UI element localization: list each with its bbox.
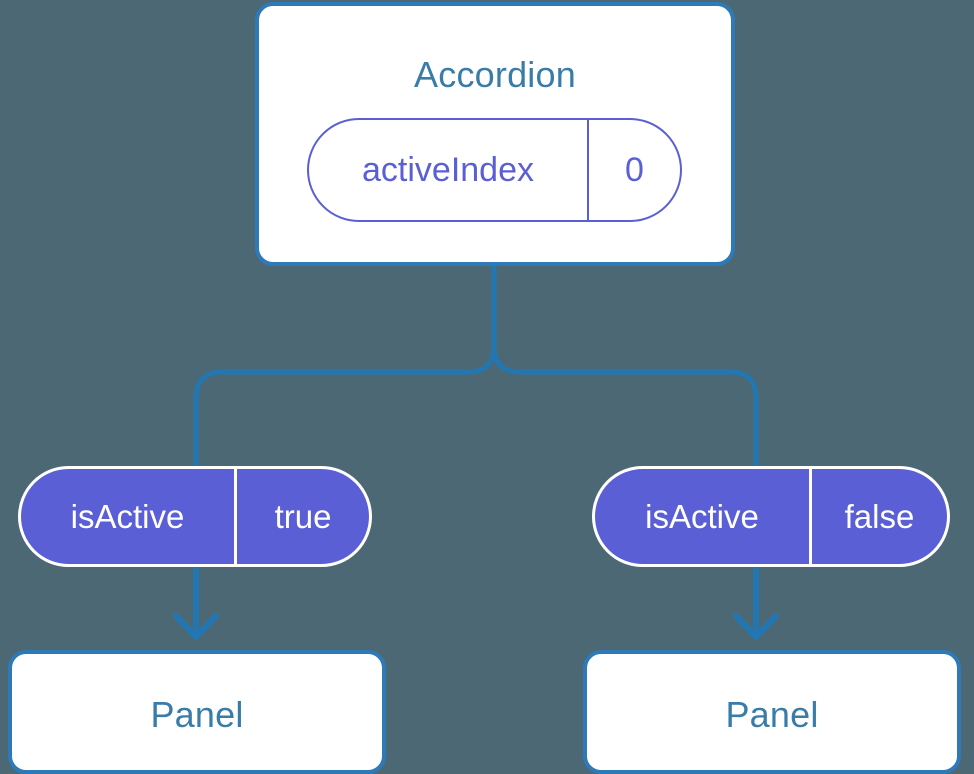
- state-pill-active-index-key: activeIndex: [362, 150, 534, 189]
- prop-pill-is-active-true-value: true: [234, 469, 369, 564]
- panel-card-title-left: Panel: [150, 694, 244, 735]
- panel-component-card-right[interactable]: Panel: [583, 650, 961, 774]
- prop-pill-is-active-false-value: false: [809, 469, 947, 564]
- prop-pill-is-active-true[interactable]: isActive true: [18, 466, 372, 567]
- arrow-to-left-panel: [173, 565, 219, 640]
- prop-pill-is-active-false-key: isActive: [645, 497, 759, 535]
- root-to-props-fork: [193, 263, 759, 469]
- prop-pill-is-active-true-key: isActive: [70, 497, 185, 535]
- accordion-card-title: Accordion: [414, 54, 576, 95]
- state-pill-active-index[interactable]: activeIndex 0: [307, 118, 682, 222]
- prop-pill-is-active-false[interactable]: isActive false: [592, 466, 950, 567]
- arrow-to-right-panel: [733, 565, 779, 640]
- state-pill-active-index-value: 0: [587, 120, 680, 220]
- panel-card-title-right: Panel: [725, 694, 819, 735]
- panel-component-card-left[interactable]: Panel: [8, 650, 386, 774]
